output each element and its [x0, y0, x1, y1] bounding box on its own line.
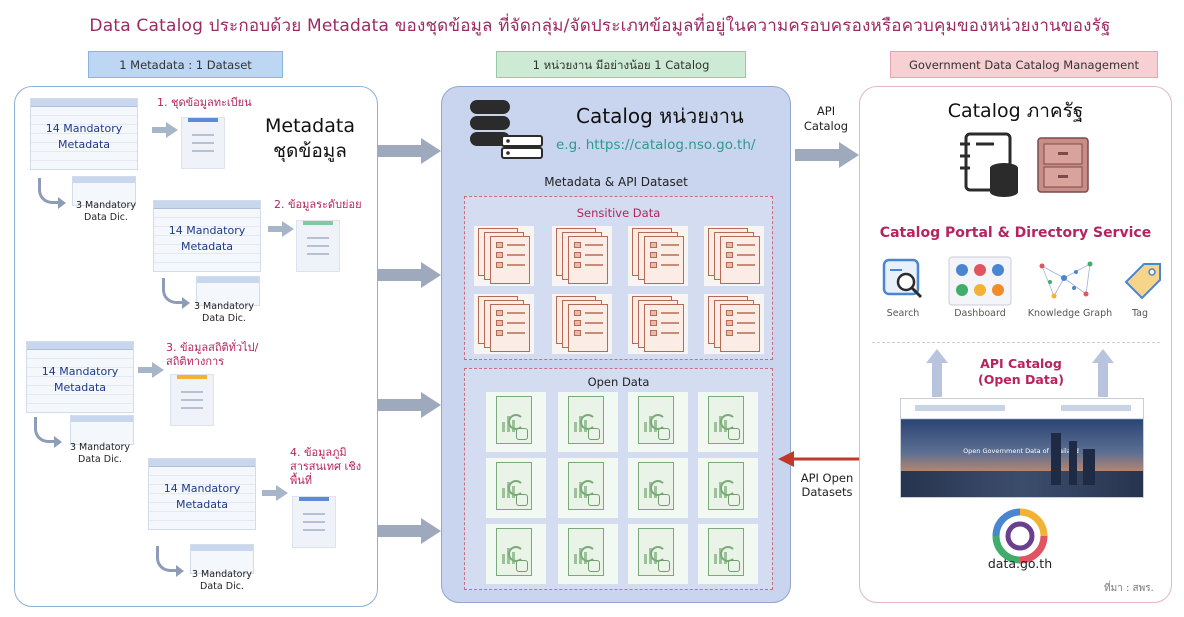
arrow-icon: [262, 485, 288, 501]
knowledge-graph-label: Knowledge Graph: [1027, 308, 1113, 319]
link-curve-icon: [156, 546, 176, 572]
open-dataset-icon[interactable]: [486, 524, 546, 584]
up-arrow-icon: [1092, 349, 1114, 397]
open-dataset-icon[interactable]: [558, 392, 618, 452]
open-dataset-icon[interactable]: [698, 392, 758, 452]
tag-label: Tag: [1131, 308, 1149, 319]
step-4-label: 4. ข้อมูลภูมิ สารสนเทศ เชิงพื้นที่: [290, 446, 362, 487]
catalog-url-example: e.g. https://catalog.nso.go.th/: [556, 137, 756, 153]
source-credit: ที่มา : สพร.: [1104, 583, 1154, 594]
sensitive-dataset-icon[interactable]: [704, 294, 764, 354]
knowledge-graph-icon[interactable]: [1034, 256, 1100, 302]
sensitive-dataset-icon[interactable]: [704, 226, 764, 286]
portal-directory-service-title: Catalog Portal & Directory Service: [879, 225, 1152, 241]
catalog-book-icon: [960, 132, 1018, 197]
step-1-label: 1. ชุดข้อมูลทะเบียน: [157, 96, 252, 109]
cabinet-icon: [1037, 137, 1089, 193]
document-icon: [296, 220, 340, 272]
open-dataset-icon[interactable]: [486, 392, 546, 452]
header-gov-catalog-management: Government Data Catalog Management: [890, 51, 1158, 78]
link-curve-icon: [162, 278, 182, 304]
arrow-icon: [138, 362, 164, 378]
mandatory-metadata-table: 14 Mandatory Metadata: [153, 200, 261, 272]
open-dataset-icon[interactable]: [698, 524, 758, 584]
portal-caption: Open Government Data of Thailand: [963, 447, 1079, 455]
mandatory-metadata-label: 14 Mandatory Metadata: [45, 122, 123, 151]
data-go-th-label: data.go.th: [987, 556, 1053, 571]
data-dictionary-table: [196, 276, 260, 306]
dashboard-icon[interactable]: [948, 256, 1012, 306]
link-arrowhead-icon: [176, 565, 184, 577]
open-dataset-icon[interactable]: [628, 458, 688, 518]
header-agency-catalog: 1 หน่วยงาน มีอย่างน้อย 1 Catalog: [496, 51, 746, 78]
step-2-label: 2. ข้อมูลระดับย่อย: [274, 198, 362, 211]
document-icon: [170, 374, 214, 426]
link-arrowhead-icon: [54, 436, 62, 448]
dashboard-label: Dashboard: [954, 308, 1006, 319]
link-arrowhead-icon: [58, 197, 66, 209]
data-dictionary-table: [70, 415, 134, 445]
sensitive-dataset-icon[interactable]: [474, 294, 534, 354]
search-icon[interactable]: [882, 258, 924, 300]
document-icon: [181, 117, 225, 169]
api-open-datasets-label: API Open Datasets: [800, 471, 854, 499]
link-curve-icon: [34, 417, 54, 443]
flow-arrow-icon: [377, 392, 441, 418]
open-dataset-icon[interactable]: [628, 524, 688, 584]
open-dataset-icon[interactable]: [628, 392, 688, 452]
open-dataset-icon[interactable]: [486, 458, 546, 518]
sensitive-data-label: Sensitive Data: [576, 206, 661, 220]
arrow-icon: [152, 122, 178, 138]
section-divider: [872, 342, 1160, 343]
document-icon: [292, 496, 336, 548]
mandatory-metadata-table: 14 Mandatory Metadata: [26, 341, 134, 413]
step-3-label: 3. ข้อมูลสถิติทั่วไป/ สถิติทางการ: [166, 341, 259, 368]
metadata-api-subtitle: Metadata & API Dataset: [544, 175, 688, 189]
open-dataset-icon[interactable]: [558, 458, 618, 518]
api-catalog-arrow-icon: [795, 142, 859, 168]
up-arrow-icon: [926, 349, 948, 397]
link-curve-icon: [38, 178, 58, 204]
sensitive-dataset-icon[interactable]: [552, 294, 612, 354]
search-label: Search: [886, 308, 920, 319]
link-arrowhead-icon: [182, 297, 190, 309]
header-metadata-dataset: 1 Metadata : 1 Dataset: [88, 51, 283, 78]
api-catalog-open-data-label: API Catalog (Open Data): [978, 356, 1064, 387]
open-dataset-icon[interactable]: [698, 458, 758, 518]
open-data-label: Open Data: [587, 375, 650, 389]
open-dataset-icon[interactable]: [558, 524, 618, 584]
diagram-title: Data Catalog ประกอบด้วย Metadata ของชุดข…: [89, 16, 1111, 36]
mandatory-metadata-table: 14 Mandatory Metadata: [30, 98, 138, 170]
flow-arrow-icon: [377, 262, 441, 288]
gov-catalog-title: Catalog ภาครัฐ: [947, 100, 1084, 122]
tag-icon[interactable]: [1120, 258, 1164, 302]
mandatory-metadata-table: 14 Mandatory Metadata: [148, 458, 256, 530]
data-dictionary-table: [72, 176, 136, 206]
flow-arrow-icon: [377, 518, 441, 544]
sensitive-dataset-icon[interactable]: [552, 226, 612, 286]
agency-catalog-title: Catalog หน่วยงาน: [576, 104, 744, 128]
data-dictionary-table: [190, 544, 254, 574]
sensitive-dataset-icon[interactable]: [474, 226, 534, 286]
sensitive-dataset-icon[interactable]: [628, 226, 688, 286]
flow-arrow-icon: [377, 138, 441, 164]
arrow-icon: [268, 221, 294, 237]
api-catalog-label: API Catalog: [803, 104, 849, 133]
sensitive-dataset-icon[interactable]: [628, 294, 688, 354]
data-go-th-logo: [992, 508, 1048, 564]
database-server-icon: [470, 100, 543, 159]
portal-screenshot[interactable]: Open Government Data of Thailand: [900, 398, 1144, 498]
